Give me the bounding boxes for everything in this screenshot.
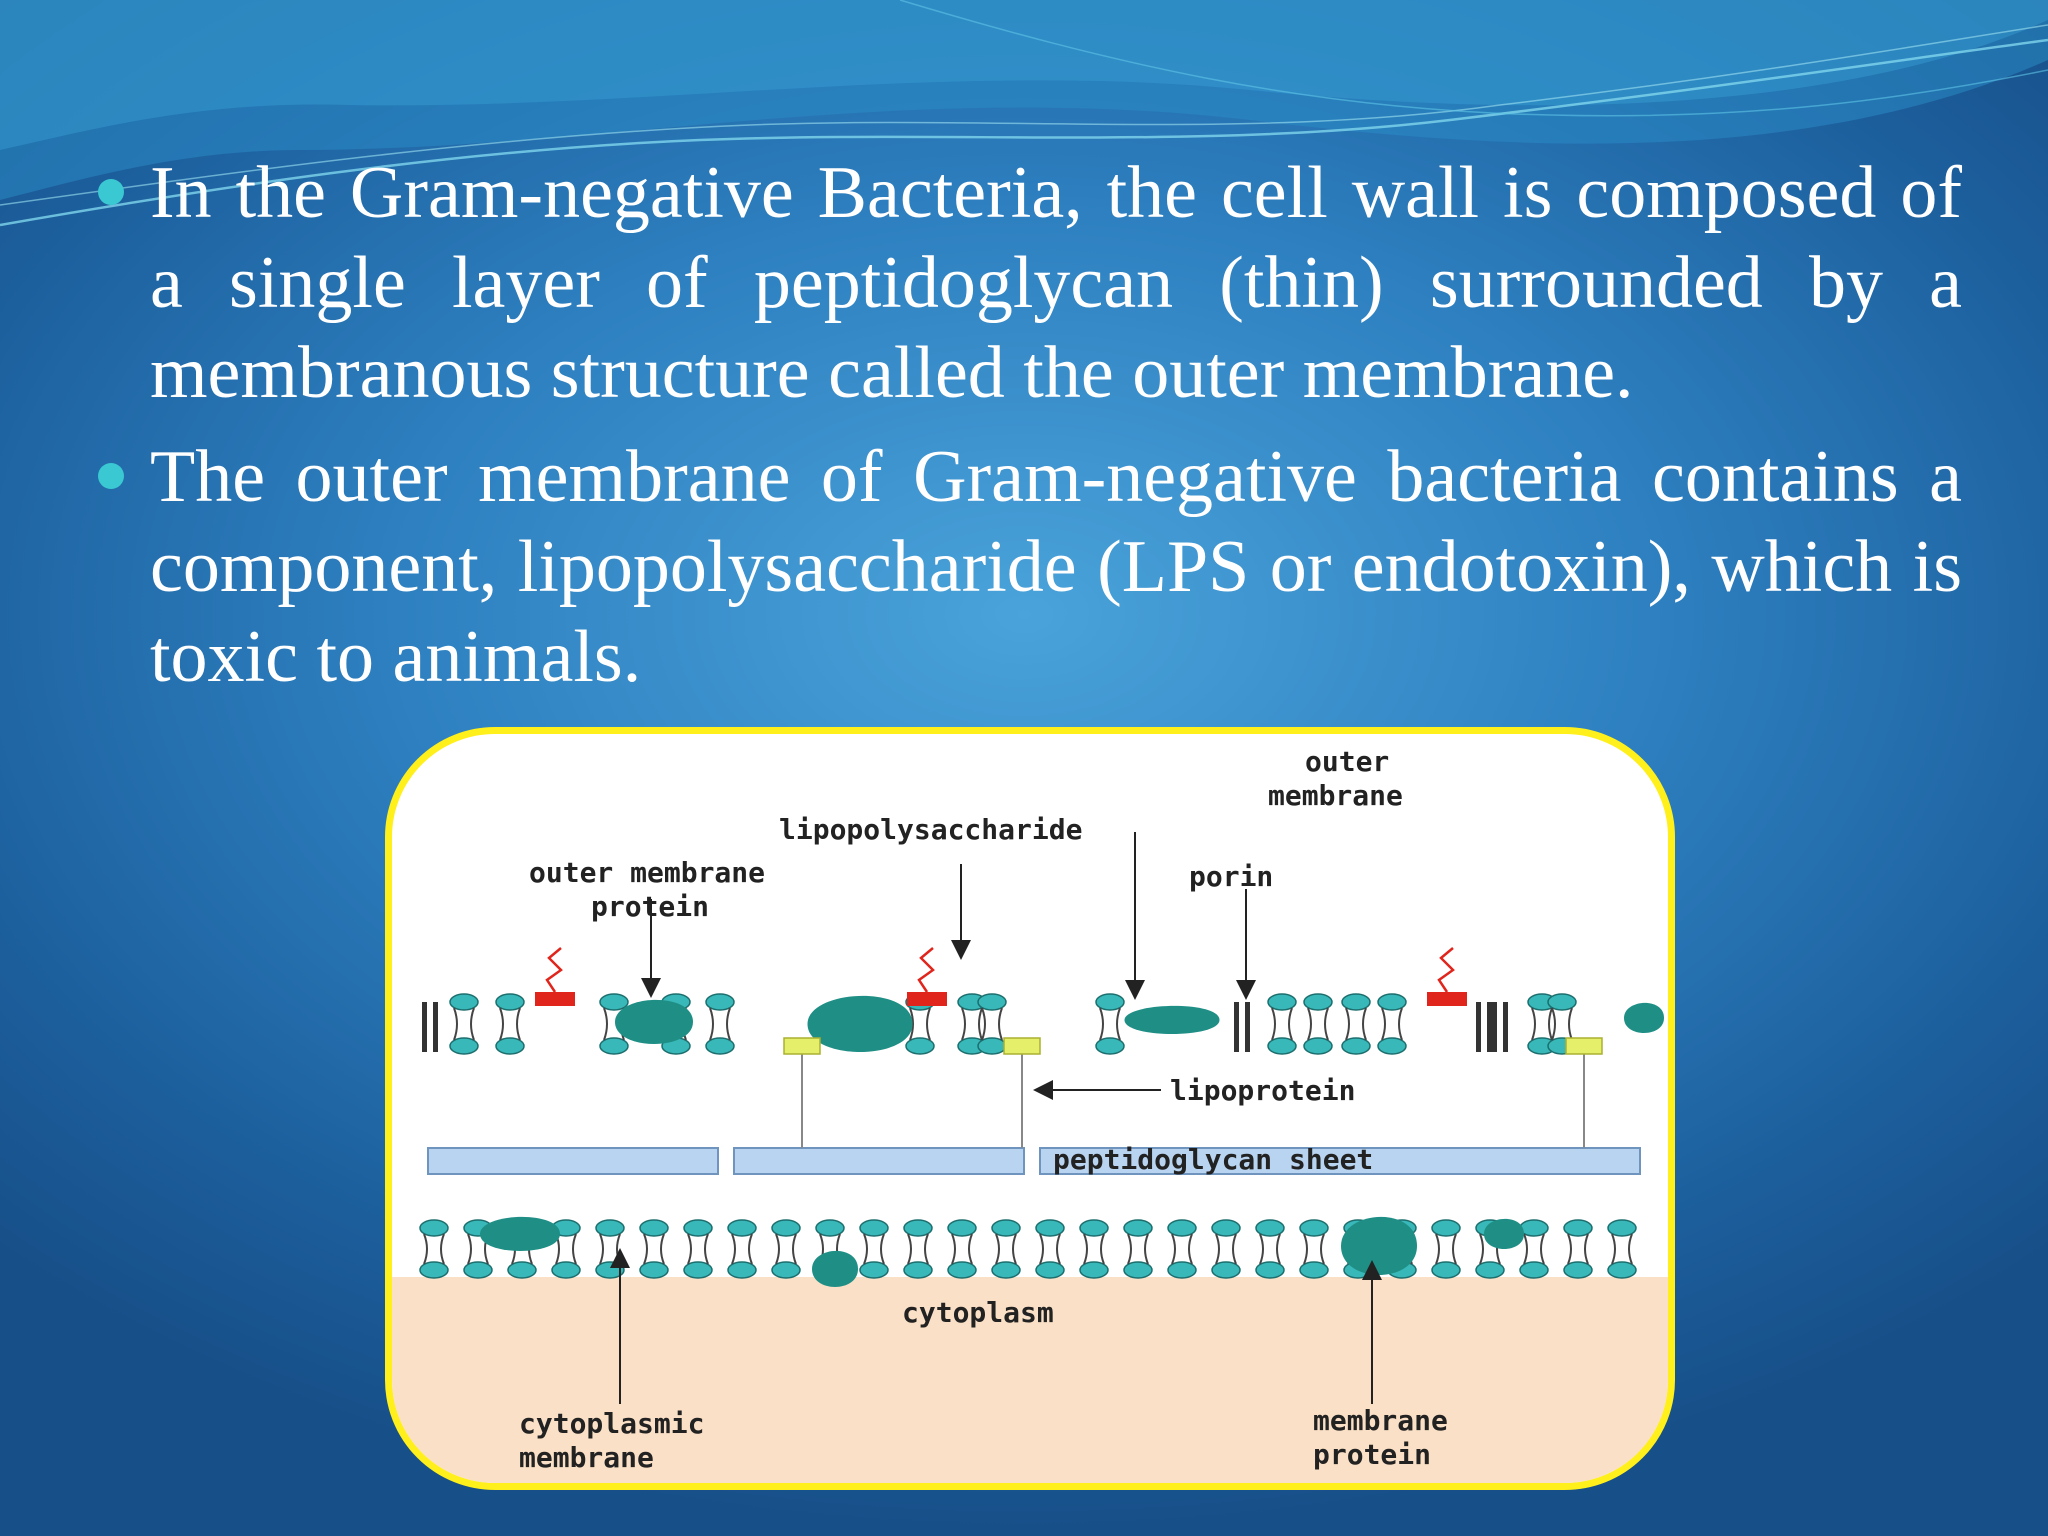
label-outer-membrane-2: membrane [1268, 779, 1403, 812]
phospholipid-unit [449, 993, 479, 1055]
porin-channel [422, 1002, 438, 1052]
phospholipid-unit [1303, 993, 1333, 1055]
cytoplasm-region [392, 1277, 1668, 1483]
label-peptidoglycan-sheet: peptidoglycan sheet [1053, 1143, 1373, 1176]
bullet-dot-icon [98, 463, 124, 489]
bullet-text: In the Gram-negative Bacteria, the cell … [150, 152, 1962, 414]
phospholipid-unit [683, 1219, 713, 1279]
protein-blob [615, 999, 693, 1044]
protein-blob [807, 995, 913, 1052]
bullet-list: In the Gram-negative Bacteria, the cell … [96, 148, 1962, 716]
phospholipid-unit [1035, 1219, 1065, 1279]
cytoplasmic-membrane-layer [419, 1216, 1637, 1287]
header-wave-decoration [0, 0, 2048, 227]
phospholipid-unit [1255, 1219, 1285, 1279]
phospholipid-unit [1267, 993, 1297, 1055]
label-membrane-protein-2: protein [1313, 1438, 1431, 1471]
label-membrane-protein-1: membrane [1313, 1404, 1448, 1437]
protein-blob [480, 1216, 560, 1251]
phospholipid-unit [1563, 1219, 1593, 1279]
phospholipid-unit [495, 993, 525, 1055]
protein-blob [1341, 1216, 1417, 1275]
phospholipid-unit [639, 1219, 669, 1279]
phospholipid-unit [1607, 1219, 1637, 1279]
phospholipid-unit [419, 1219, 449, 1279]
phospholipid-unit [1341, 993, 1371, 1055]
phospholipid-unit [947, 1219, 977, 1279]
phospholipid-unit [1519, 1219, 1549, 1279]
bullet-item: In the Gram-negative Bacteria, the cell … [96, 148, 1962, 418]
protein-blob [1124, 1005, 1220, 1034]
phospholipid-unit [903, 1219, 933, 1279]
label-outer-membrane-protein-2: protein [591, 890, 709, 923]
phospholipid-unit [771, 1219, 801, 1279]
phospholipid-unit [1377, 993, 1407, 1055]
outer-membrane [422, 947, 1664, 1055]
label-outer-membrane-protein-1: outer membrane [529, 856, 765, 889]
protein-blob [1624, 1002, 1664, 1033]
bullet-dot-icon [98, 179, 124, 205]
label-lipoprotein: lipoprotein [1170, 1074, 1355, 1107]
phospholipid-unit [727, 1219, 757, 1279]
phospholipid-unit [1123, 1219, 1153, 1279]
porin-channel [1476, 1002, 1492, 1052]
phospholipid-unit [1167, 1219, 1197, 1279]
lps-molecule [907, 947, 947, 1006]
lps-molecule [1427, 947, 1467, 1006]
phospholipid-unit [1079, 1219, 1109, 1279]
bullet-text: The outer membrane of Gram-negative bact… [150, 436, 1962, 698]
phospholipid-unit [1431, 1219, 1461, 1279]
bullet-item: The outer membrane of Gram-negative bact… [96, 432, 1962, 702]
gram-negative-cell-wall-diagram: outer membrane lipopolysaccharide outer … [385, 727, 1675, 1490]
phospholipid-unit [1095, 993, 1125, 1055]
protein-blob [1484, 1218, 1524, 1249]
arrows [610, 832, 1382, 1404]
phospholipid-unit [705, 993, 735, 1055]
phospholipid-unit [1299, 1219, 1329, 1279]
phospholipid-unit [599, 993, 629, 1055]
phospholipid-unit [977, 993, 1007, 1055]
phospholipid-unit [991, 1219, 1021, 1279]
lps-molecule [535, 947, 575, 1006]
label-cytoplasm: cytoplasm [902, 1296, 1054, 1329]
protein-blob [812, 1250, 858, 1287]
lipoprotein-links [783, 1037, 1603, 1148]
label-outer-membrane-1: outer [1305, 745, 1389, 778]
label-cytoplasmic-membrane-2: membrane [519, 1441, 654, 1474]
phospholipid-unit [1211, 1219, 1241, 1279]
label-cytoplasmic-membrane-1: cytoplasmic [519, 1407, 704, 1440]
porin-channel [1234, 1002, 1250, 1052]
phospholipid-unit [859, 1219, 889, 1279]
porin-channel [1492, 1002, 1508, 1052]
label-lipopolysaccharide: lipopolysaccharide [779, 813, 1082, 846]
label-porin: porin [1189, 860, 1273, 893]
peptidoglycan-sheet-bars [427, 1147, 1641, 1175]
